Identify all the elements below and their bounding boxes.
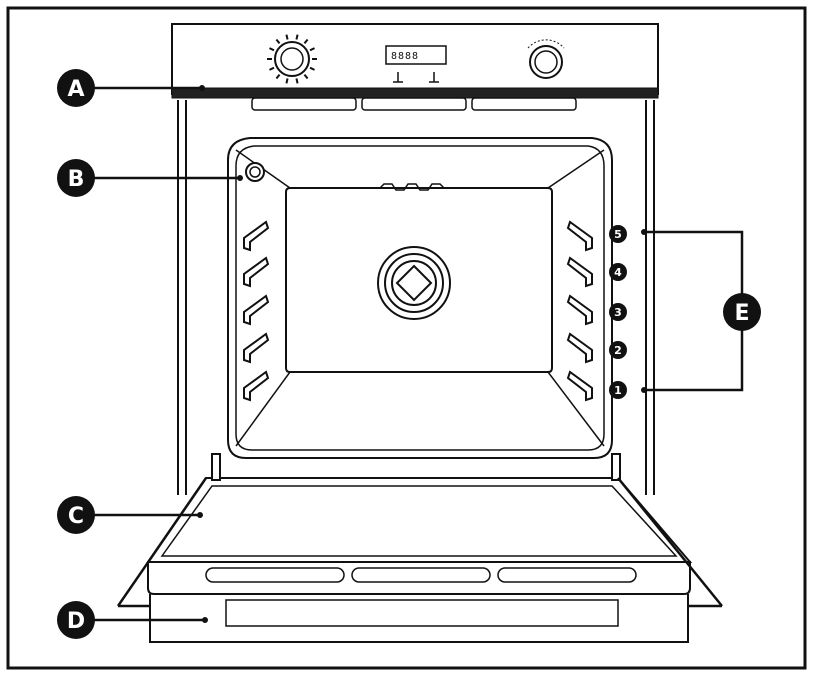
shelf-position-2: 2	[609, 341, 627, 359]
knob-tick	[269, 47, 275, 52]
shelf-position-3-label: 3	[614, 306, 622, 319]
temperature-knob	[527, 39, 565, 79]
knob-tick	[275, 38, 281, 44]
shelf-rail	[566, 332, 593, 364]
shelf-position-5-label: 5	[614, 228, 622, 241]
shelf-position-4-label: 4	[614, 266, 622, 279]
oven-light	[245, 162, 265, 182]
timer-display: 8888	[385, 45, 447, 83]
callout-c: C	[57, 496, 95, 534]
right-shelf-rails	[566, 220, 593, 402]
shelf-position-5: 5	[609, 225, 627, 243]
callout-d: D	[57, 601, 95, 639]
knob-tick	[295, 34, 299, 40]
shelf-rail	[243, 370, 270, 402]
diagram-frame	[6, 6, 807, 670]
callout-dots	[197, 85, 647, 623]
callout-e-label: E	[734, 301, 749, 326]
shelf-rail	[243, 294, 270, 326]
shelf-position-2-label: 2	[614, 344, 622, 357]
control-panel	[171, 23, 659, 111]
function-knob	[267, 34, 317, 84]
convection-fan	[377, 246, 451, 320]
callout-a: A	[57, 69, 95, 107]
display-digits: 8888	[391, 51, 419, 62]
knob-tick	[275, 74, 281, 80]
knob-tick	[285, 34, 289, 40]
shelf-position-1-label: 1	[614, 384, 622, 397]
knob-tick	[309, 47, 315, 52]
oven-cavity	[227, 137, 613, 459]
callout-d-label: D	[67, 609, 85, 634]
shelf-rail	[566, 370, 593, 402]
knob-tick	[269, 66, 275, 71]
oven-body	[177, 100, 655, 495]
callout-e: E	[723, 293, 761, 331]
shelf-rail	[566, 220, 593, 252]
knob-tick	[303, 38, 309, 44]
knob-tick	[303, 74, 309, 80]
oven-base	[149, 594, 689, 643]
shelf-rail	[243, 332, 270, 364]
callout-b: B	[57, 159, 95, 197]
shelf-position-1: 1	[609, 381, 627, 399]
shelf-rail	[243, 256, 270, 288]
callout-c-label: C	[68, 504, 84, 529]
shelf-rail	[566, 294, 593, 326]
knob-tick	[309, 66, 315, 71]
knob-tick	[295, 78, 299, 84]
shelf-position-3: 3	[609, 303, 627, 321]
knob-tick	[285, 78, 289, 84]
callout-a-label: A	[67, 77, 84, 102]
shelf-position-4: 4	[609, 263, 627, 281]
oven-door	[146, 453, 693, 595]
shelf-rail	[243, 220, 270, 252]
callout-b-label: B	[68, 167, 85, 192]
shelf-rail	[566, 256, 593, 288]
left-shelf-rails	[243, 220, 270, 402]
